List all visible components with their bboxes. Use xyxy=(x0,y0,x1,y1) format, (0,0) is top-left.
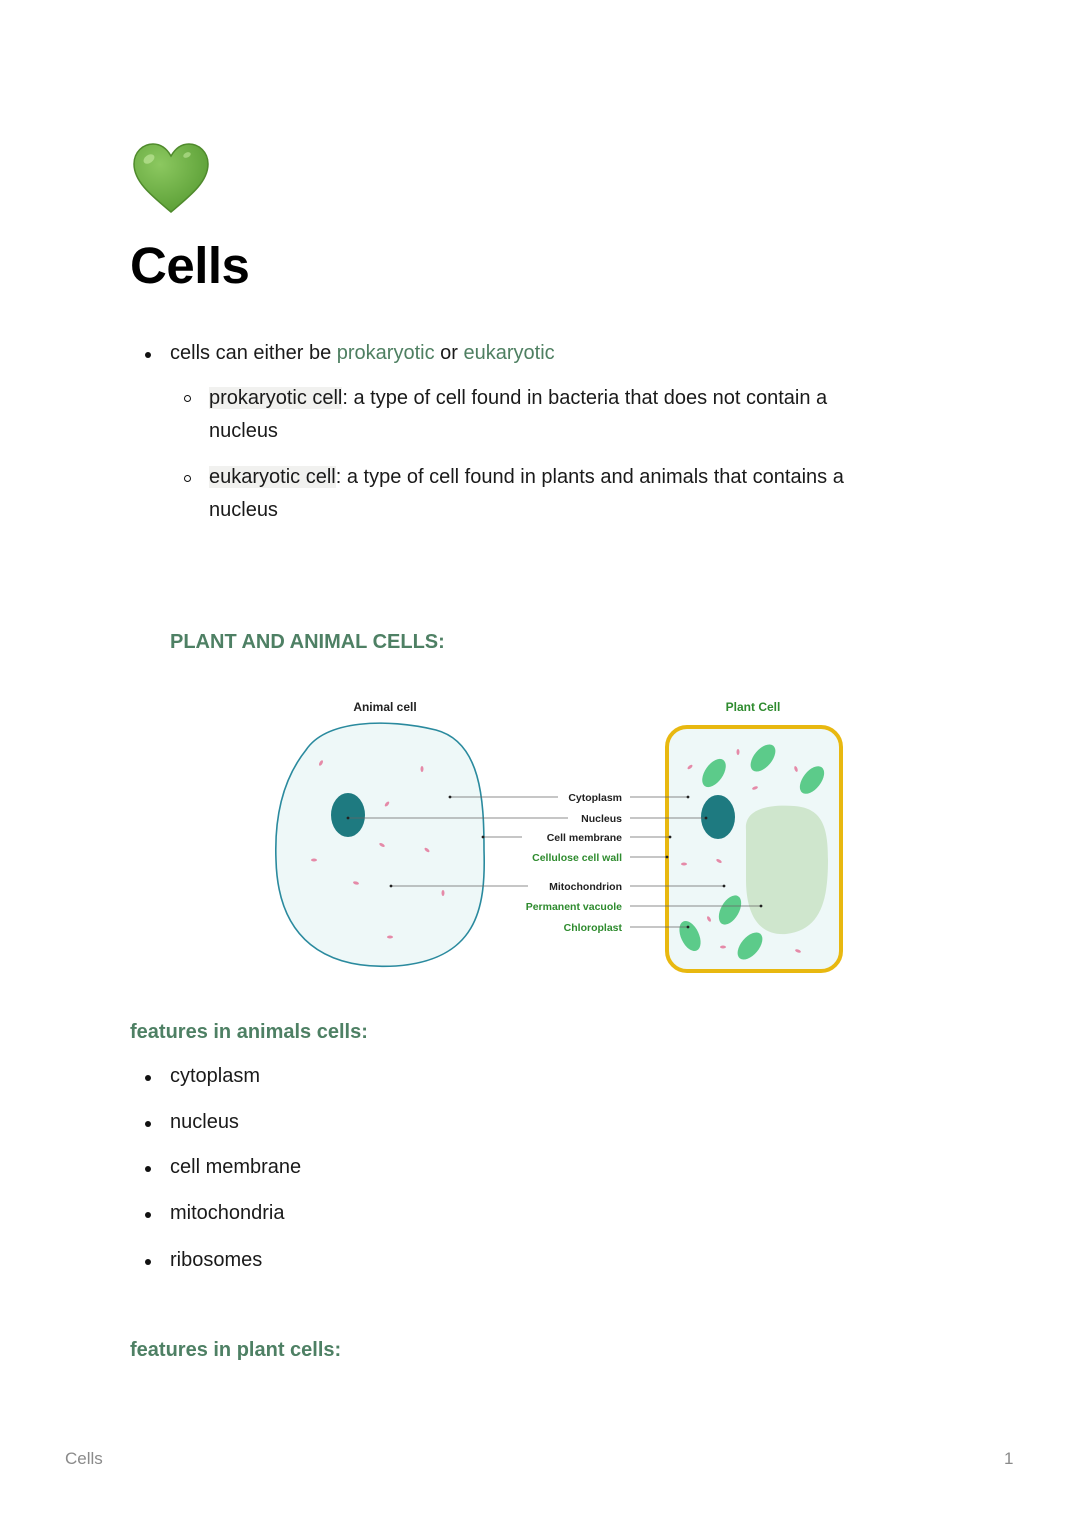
list-item: mitochondria xyxy=(170,1202,285,1224)
section-heading: PLANT AND ANIMAL CELLS: xyxy=(170,631,445,653)
intro-text: cells can either be xyxy=(170,342,337,364)
bullet-icon xyxy=(145,352,151,358)
sub-bullet-icon xyxy=(184,395,191,402)
footer-doc-name: Cells xyxy=(65,1449,103,1468)
definition-text: : a type of cell found in plants and ani… xyxy=(335,466,844,488)
label-cytoplasm: Cytoplasm xyxy=(568,792,622,804)
bullet-icon xyxy=(145,1259,151,1265)
definition-text: nucleus xyxy=(209,420,278,442)
bullet-icon xyxy=(145,1121,151,1127)
list-item: cytoplasm xyxy=(170,1065,261,1087)
cell-diagram: Animal cell Plant Cell xyxy=(266,690,856,982)
definition-text: : a type of cell found in bacteria that … xyxy=(342,387,828,409)
green-heart-icon xyxy=(132,142,210,214)
definition-term: prokaryotic cell xyxy=(209,387,343,409)
label-cellulose-cell-wall: Cellulose cell wall xyxy=(532,852,622,864)
label-nucleus: Nucleus xyxy=(581,813,622,825)
bullet-icon xyxy=(145,1212,151,1218)
definition-text: nucleus xyxy=(209,499,278,521)
intro-text: or xyxy=(434,342,464,364)
label-cell-membrane: Cell membrane xyxy=(547,832,622,844)
section-heading: features in animals cells: xyxy=(130,1021,368,1043)
label-permanent-vacuole: Permanent vacuole xyxy=(526,901,622,913)
label-chloroplast: Chloroplast xyxy=(564,922,623,934)
plant-cell-title: Plant Cell xyxy=(726,700,781,714)
list-item: cells can either be prokaryotic or eukar… xyxy=(170,337,555,370)
animal-cell-title: Animal cell xyxy=(353,700,416,714)
definition-term: eukaryotic cell xyxy=(209,466,336,488)
list-item: cell membrane xyxy=(170,1156,302,1178)
page-title: Cells xyxy=(130,237,250,294)
list-item: prokaryotic cell: a type of cell found i… xyxy=(209,382,827,415)
term-prokaryotic: prokaryotic xyxy=(336,342,435,364)
sub-bullet-icon xyxy=(184,475,191,482)
term-eukaryotic: eukaryotic xyxy=(463,342,555,364)
section-heading: features in plant cells: xyxy=(130,1339,342,1361)
bullet-icon xyxy=(145,1075,151,1081)
footer-page-number: 1 xyxy=(1004,1449,1014,1468)
label-mitochondrion: Mitochondrion xyxy=(549,881,622,893)
bullet-icon xyxy=(145,1166,151,1172)
list-item: ribosomes xyxy=(170,1249,263,1271)
list-item: eukaryotic cell: a type of cell found in… xyxy=(209,461,844,494)
list-item: nucleus xyxy=(170,1111,239,1133)
